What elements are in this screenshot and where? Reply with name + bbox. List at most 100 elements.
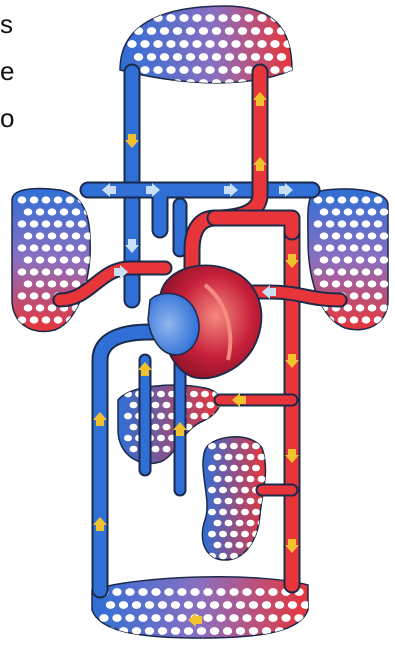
capillary-cell: [24, 232, 33, 239]
capillary-cell: [230, 487, 238, 494]
capillary-cell: [344, 232, 353, 239]
capillary-cell: [24, 208, 33, 215]
capillary-cell: [350, 292, 359, 299]
capillary-cell: [48, 232, 57, 239]
capillary-cell: [201, 413, 209, 420]
capillary-cell: [277, 53, 286, 61]
capillary-cell: [54, 220, 63, 227]
capillary-cell: [230, 443, 238, 450]
capillary-cell: [186, 53, 195, 61]
capillary-cell: [138, 614, 147, 622]
capillary-cell: [30, 244, 39, 251]
capillary-cell: [368, 304, 377, 311]
capillary-cell: [218, 66, 227, 74]
capillary-cell: [214, 454, 222, 461]
capillary-cell: [214, 476, 222, 483]
capillary-cell: [42, 244, 51, 251]
capillary-cell: [36, 256, 45, 263]
capillary-cell: [201, 435, 209, 442]
capillary-cell: [24, 304, 33, 311]
capillary-cell: [236, 454, 244, 461]
capillary-cell: [275, 601, 284, 609]
capillary-cell: [368, 208, 377, 215]
capillary-cell: [314, 244, 323, 251]
capillary-cell: [332, 256, 341, 263]
capillary-cell: [231, 66, 240, 74]
capillary-cell: [268, 588, 277, 596]
capillary-cell: [225, 498, 233, 505]
capillary-cell: [362, 220, 371, 227]
capillary-cell: [112, 614, 121, 622]
capillary-cell: [225, 542, 233, 549]
capillary-cell: [255, 588, 264, 596]
capillary-cell: [179, 14, 188, 22]
capillary-cell: [208, 465, 216, 472]
capillary-cell: [264, 27, 273, 35]
capillary-cell: [332, 208, 341, 215]
capillary-cell: [158, 601, 167, 609]
capillary-cell: [177, 614, 186, 622]
capillary-cell: [197, 627, 206, 635]
capillary-cell: [249, 601, 258, 609]
capillary-cell: [60, 256, 69, 263]
capillary-cell: [374, 196, 383, 203]
capillary-cell: [241, 465, 249, 472]
capillary-cell: [326, 244, 335, 251]
capillary-cell: [270, 66, 279, 74]
capillary-cell: [125, 588, 134, 596]
capillary-cell: [48, 208, 57, 215]
capillary-cell: [225, 520, 233, 527]
capillary-cell: [362, 244, 371, 251]
capillary-cell: [192, 40, 201, 48]
capillary-cell: [277, 27, 286, 35]
capillary-cell: [184, 627, 193, 635]
capillary-cell: [145, 627, 154, 635]
capillary-cell: [173, 53, 182, 61]
capillary-cell: [320, 232, 329, 239]
capillary-cell: [48, 280, 57, 287]
capillary-cell: [338, 220, 347, 227]
capillary-cell: [238, 79, 247, 87]
lower-organ-capillary-bed: [202, 437, 265, 560]
capillary-cell: [374, 268, 383, 275]
capillary-cell: [350, 268, 359, 275]
capillary-cell: [66, 244, 75, 251]
right-lung-capillary-bed: [308, 189, 389, 330]
capillary-cell: [42, 196, 51, 203]
capillary-cell: [247, 542, 255, 549]
capillary-cell: [294, 614, 303, 622]
capillary-cell: [230, 465, 238, 472]
capillary-cell: [54, 244, 63, 251]
capillary-cell: [231, 40, 240, 48]
capillary-cell: [203, 588, 212, 596]
capillary-cell: [78, 316, 87, 323]
capillary-cell: [166, 40, 175, 48]
capillary-cell: [186, 27, 195, 35]
capillary-cell: [214, 498, 222, 505]
capillary-cell: [241, 487, 249, 494]
capillary-cell: [173, 27, 182, 35]
capillary-cell: [84, 304, 93, 311]
capillary-cell: [197, 601, 206, 609]
capillary-cell: [199, 27, 208, 35]
capillary-cell: [219, 531, 227, 538]
capillary-cell: [18, 244, 27, 251]
capillary-cell: [208, 509, 216, 516]
capillary-cell: [356, 208, 365, 215]
capillary-cell: [54, 316, 63, 323]
capillary-cell: [78, 268, 87, 275]
capillary-cell: [236, 476, 244, 483]
capillary-cell: [54, 196, 63, 203]
capillary-cell: [219, 553, 227, 560]
capillary-cell: [18, 268, 27, 275]
capillary-cell: [214, 542, 222, 549]
capillary-cell: [24, 256, 33, 263]
capillary-cell: [252, 531, 260, 538]
capillary-cell: [127, 40, 136, 48]
capillary-cell: [153, 14, 162, 22]
capillary-cell: [60, 280, 69, 287]
capillary-cell: [190, 391, 198, 398]
capillary-cell: [223, 627, 232, 635]
capillary-cell: [247, 476, 255, 483]
capillary-cell: [249, 627, 258, 635]
